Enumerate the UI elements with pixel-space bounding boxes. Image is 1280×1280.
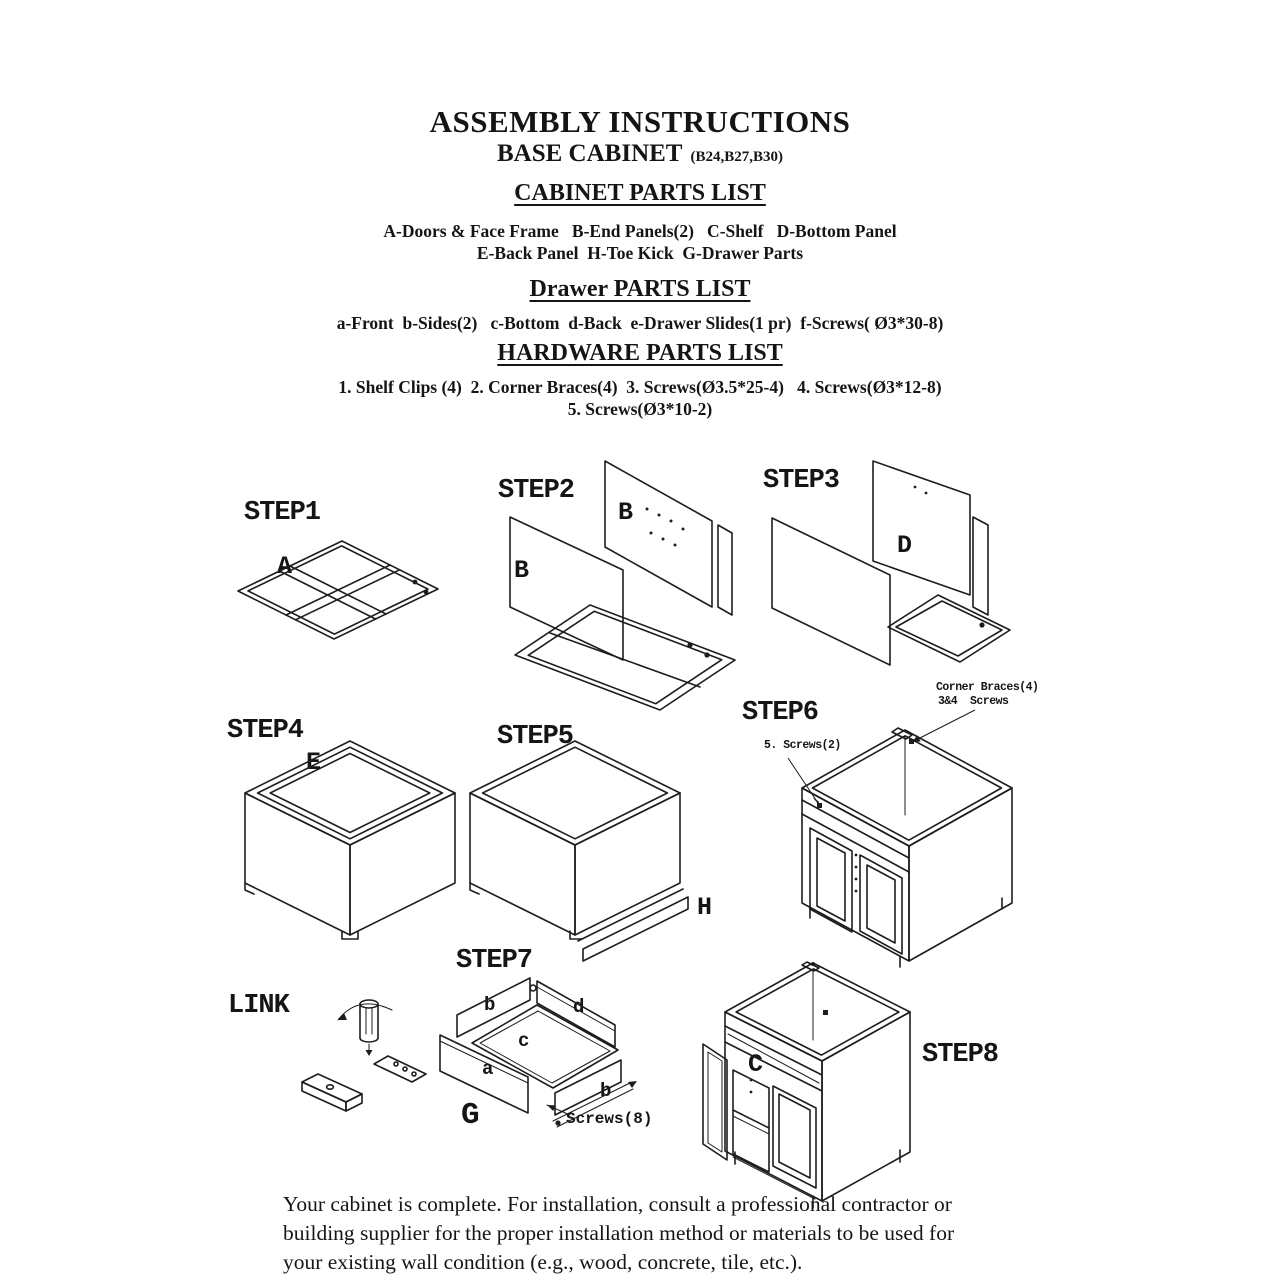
- step8-label: STEP8: [922, 1040, 999, 1070]
- drawer-side-b1: [456, 977, 531, 1038]
- corner-brace: [891, 727, 913, 740]
- link-label: LINK: [228, 991, 290, 1021]
- part-b-back-label: B: [618, 498, 634, 527]
- footer-line-3: your existing wall condition (e.g., wood…: [283, 1250, 803, 1274]
- step7-screws-note: Screws(8): [566, 1110, 653, 1128]
- step4-back-panel-diagram: [244, 740, 456, 940]
- step6-braces-screws-note: 3&4 Screws: [938, 695, 1009, 708]
- step1-label: STEP1: [244, 498, 321, 528]
- hardware-parts-heading: HARDWARE PARTS LIST: [497, 340, 783, 366]
- base-frame: [514, 604, 736, 711]
- link-plate: [373, 1055, 427, 1083]
- drawer-front-label: a: [482, 1058, 494, 1080]
- door-opening: [732, 1069, 770, 1173]
- drawer-bottom-label: c: [518, 1030, 530, 1052]
- step8-cabinet-diagram: [702, 961, 911, 1209]
- step6-cabinet-diagram: [787, 709, 1013, 968]
- step6-label: STEP6: [742, 698, 819, 728]
- step4-label: STEP4: [227, 716, 304, 746]
- rotation-arrow: [337, 1003, 393, 1021]
- drawer-back-d: [536, 980, 616, 1048]
- shelf-c: [732, 1109, 770, 1129]
- part-g-label: G: [461, 1098, 480, 1133]
- step6-screws-note: 5. Screws(2): [764, 739, 841, 752]
- screw-dot: [412, 579, 418, 585]
- step7-drawer-diagram: [439, 977, 637, 1128]
- part-d-label: D: [897, 531, 913, 560]
- screw-dot: [423, 589, 429, 595]
- bottom-panel-d: [872, 460, 971, 596]
- footer-line-1: Your cabinet is complete. For installati…: [283, 1192, 952, 1216]
- link-cam-lock-diagram: [301, 999, 427, 1112]
- step3-label: STEP3: [763, 466, 840, 496]
- back-panel-b: [604, 460, 713, 608]
- model-numbers: (B24,B27,B30): [690, 149, 783, 165]
- step7-label: STEP7: [456, 946, 533, 976]
- cabinet-parts-heading: CABINET PARTS LIST: [514, 180, 766, 206]
- left-door: [809, 827, 853, 933]
- drawer-side1-label: b: [484, 994, 496, 1016]
- hardware-parts-line1: 1. Shelf Clips (4) 2. Corner Braces(4) 3…: [338, 377, 942, 397]
- drawer-slide-e: [552, 1082, 631, 1122]
- base-frame: [887, 594, 1011, 663]
- open-door: [702, 1043, 728, 1161]
- part-a-label: A: [277, 552, 293, 581]
- page-subtitle: BASE CABINET: [497, 140, 683, 167]
- part-c-label: C: [748, 1050, 764, 1079]
- step3-bottom-panel-diagram: [771, 460, 1011, 666]
- step1-face-frame-diagram: [237, 540, 439, 640]
- page-title: ASSEMBLY INSTRUCTIONS: [429, 104, 851, 139]
- corner-brace: [801, 961, 820, 972]
- step2-end-panels-diagram: [509, 460, 736, 711]
- drawer-side-b2: [554, 1059, 622, 1116]
- drawer-front-a: [439, 1034, 529, 1114]
- drawer-back-label: d: [573, 996, 585, 1018]
- closed-door: [772, 1085, 817, 1189]
- screw-dot: [979, 622, 985, 628]
- hardware-parts-line2: 5. Screws(Ø3*10-2): [567, 399, 713, 419]
- part-h-label: H: [697, 893, 713, 922]
- step6-corner-braces-note: Corner Braces(4): [936, 681, 1039, 694]
- left-panel: [771, 517, 891, 666]
- toe-kick-strip: [582, 896, 689, 962]
- footer-paragraph: Your cabinet is complete. For installati…: [283, 1190, 1003, 1277]
- drawer-side2-label: b: [600, 1080, 612, 1102]
- step5-toe-kick-diagram: [469, 740, 689, 962]
- part-b-front-label: B: [514, 556, 530, 585]
- drawer-bottom-c: [471, 1004, 619, 1089]
- cabinet-parts-line2: E-Back Panel H-Toe Kick G-Drawer Parts: [476, 243, 804, 263]
- cabinet-parts-line1: A-Doors & Face Frame B-End Panels(2) C-S…: [383, 221, 897, 241]
- page-subtitle-row: BASE CABINET (B24,B27,B30): [0, 140, 1280, 168]
- right-door: [859, 854, 903, 955]
- footer-line-2: building supplier for the proper install…: [283, 1221, 955, 1245]
- drawer-parts-line1: a-Front b-Sides(2) c-Bottom d-Back e-Dra…: [336, 313, 944, 333]
- step2-label: STEP2: [498, 476, 575, 506]
- drawer-parts-heading: Drawer PARTS LIST: [529, 276, 751, 302]
